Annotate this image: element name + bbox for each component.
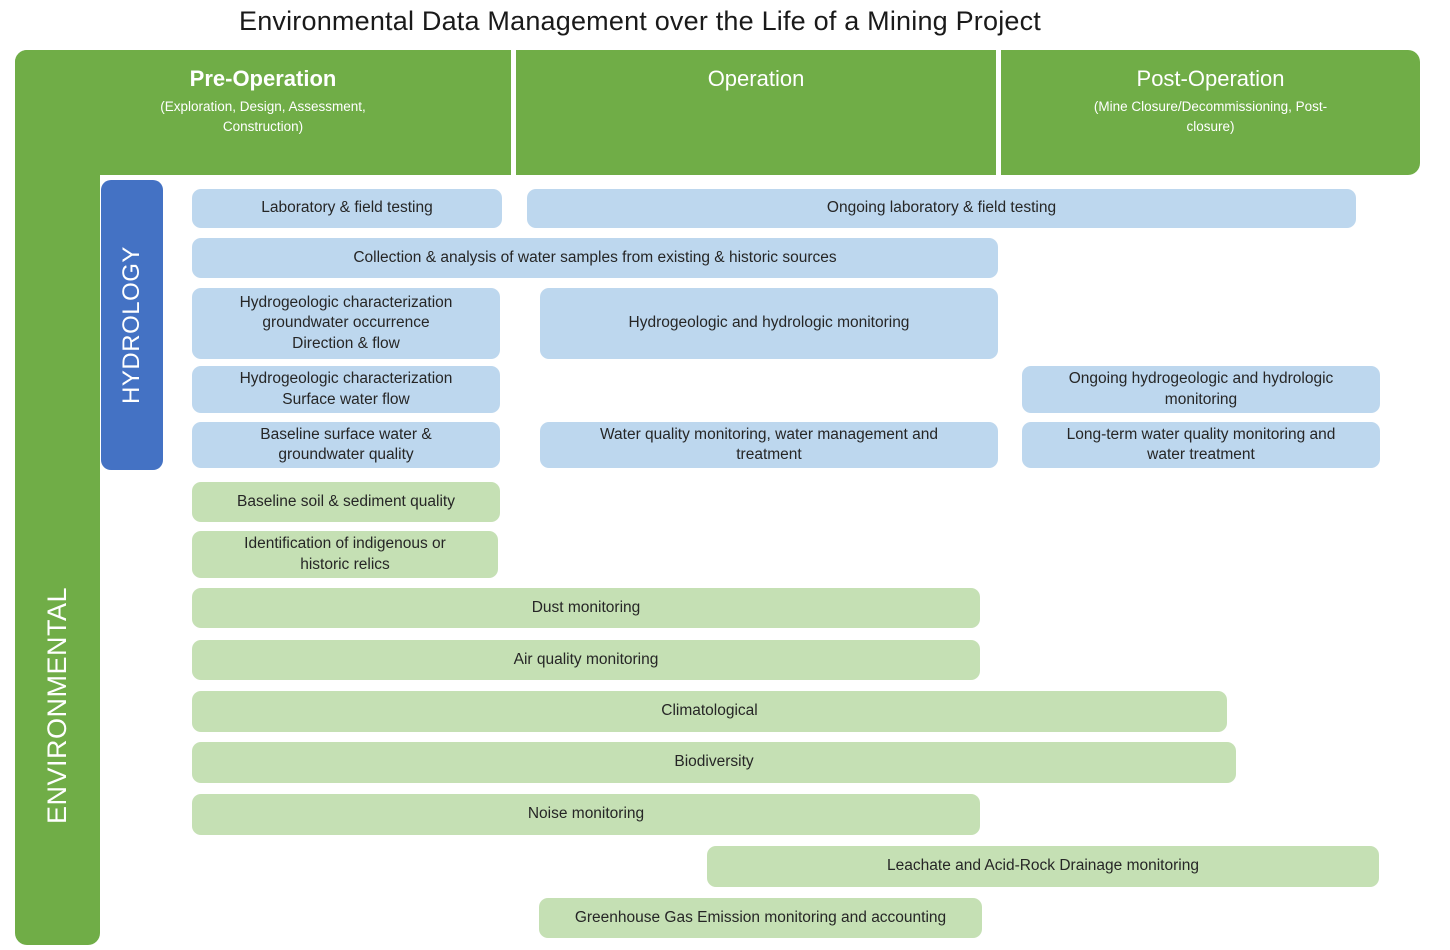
bar-indigenous-historic-relics: Identification of indigenous or historic… (192, 531, 498, 578)
bar-water-quality-monitoring: Water quality monitoring, water manageme… (540, 422, 998, 468)
bar-water-sample-collection: Collection & analysis of water samples f… (192, 238, 998, 278)
bar-baseline-soil-sediment: Baseline soil & sediment quality (192, 482, 500, 522)
bar-ghg-monitoring: Greenhouse Gas Emission monitoring and a… (539, 898, 982, 938)
bar-leachate-ard-monitoring: Leachate and Acid-Rock Drainage monitori… (707, 846, 1379, 887)
phase-title: Post-Operation (1136, 66, 1285, 91)
bar-noise-monitoring: Noise monitoring (192, 794, 980, 835)
phase-title: Pre-Operation (189, 66, 337, 91)
environmental-label: ENVIRONMENTAL (42, 586, 72, 824)
phase-operation: Operation (516, 50, 996, 175)
phase-separator (996, 50, 1001, 175)
phase-subtitle: (Exploration, Design, Assessment, Constr… (160, 99, 366, 134)
phase-header-band (15, 50, 1420, 175)
bar-baseline-water-quality: Baseline surface water & groundwater qua… (192, 422, 500, 468)
bar-ongoing-hydrogeologic-monitoring: Ongoing hydrogeologic and hydrologic mon… (1022, 366, 1380, 413)
phase-post-operation: Post-Operation (Mine Closure/Decommissio… (1001, 50, 1420, 175)
bar-climatological: Climatological (192, 691, 1227, 732)
bar-laboratory-field-testing: Laboratory & field testing (192, 189, 502, 228)
bar-ongoing-laboratory-field-testing: Ongoing laboratory & field testing (527, 189, 1356, 228)
bar-longterm-water-quality: Long-term water quality monitoring and w… (1022, 422, 1380, 468)
bar-biodiversity: Biodiversity (192, 742, 1236, 783)
bar-hydrogeologic-hydrologic-monitoring: Hydrogeologic and hydrologic monitoring (540, 288, 998, 359)
phase-title: Operation (707, 66, 805, 91)
bar-hydrogeologic-characterization-surface: Hydrogeologic characterization Surface w… (192, 366, 500, 413)
bar-hydrogeologic-characterization-groundwater: Hydrogeologic characterization groundwat… (192, 288, 500, 359)
bar-dust-monitoring: Dust monitoring (192, 588, 980, 628)
environmental-band (15, 50, 100, 945)
diagram-title: Environmental Data Management over the L… (238, 6, 1042, 36)
phase-subtitle: (Mine Closure/Decommissioning, Post- clo… (1093, 99, 1328, 134)
hydrology-band: HYDROLOGY (101, 180, 163, 470)
phase-separator (511, 50, 516, 175)
hydrology-label: HYDROLOGY (118, 246, 145, 404)
phase-pre-operation: Pre-Operation (Exploration, Design, Asse… (15, 50, 511, 175)
bar-air-quality-monitoring: Air quality monitoring (192, 640, 980, 680)
environmental-label-wrap: ENVIRONMENTAL (15, 560, 100, 850)
